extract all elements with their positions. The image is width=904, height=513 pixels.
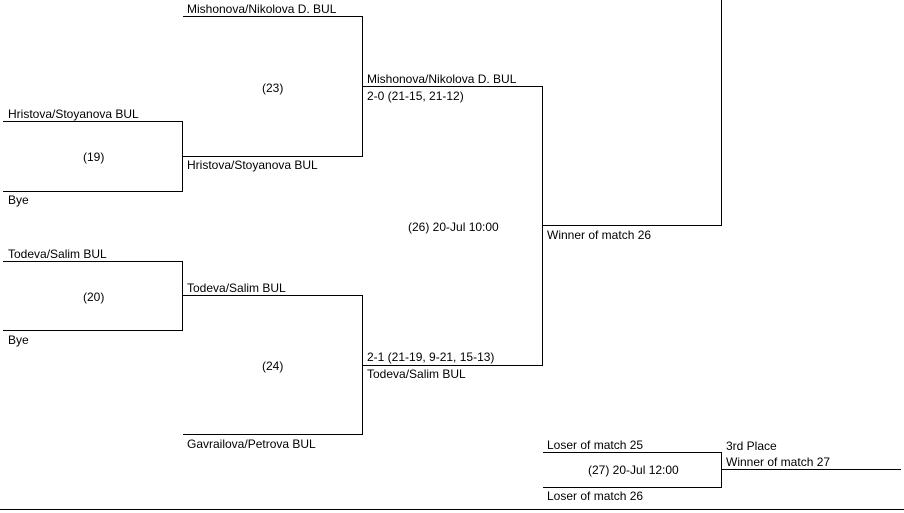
r4-line [543,225,722,226]
m27-top-line [543,452,722,453]
m24-match-number: (24) [262,359,284,373]
r4-connector [721,0,722,226]
m27-match-info: (27) 20-Jul 12:00 [588,463,679,477]
third-place-winner-line [722,469,901,470]
m20-top-team: Todeva/Salim BUL [8,247,107,261]
m26-top-winner: Mishonova/Nikolova D. BUL [367,72,517,86]
m26-bottom-line [363,365,543,366]
m19-top-team: Hristova/Stoyanova BUL [8,107,139,121]
m26-match-info: (26) 20-Jul 10:00 [408,220,499,234]
m24-bottom-team: Gavrailova/Petrova BUL [187,437,316,451]
m20-bottom-line [3,330,183,331]
m23-top-team: Mishonova/Nikolova D. BUL [187,2,337,16]
m23-bottom-team: Hristova/Stoyanova BUL [187,158,318,172]
m26-top-line [363,86,543,87]
m23-top-line [183,16,363,17]
m27-connector [721,452,722,488]
m27-top-team: Loser of match 25 [547,438,644,452]
m20-connector [182,261,183,331]
m26-bottom-score: 2-1 (21-19, 9-21, 15-13) [367,350,495,364]
m20-top-line [3,261,183,262]
m24-top-line [183,295,363,296]
m24-top-team: Todeva/Salim BUL [187,281,286,295]
third-place-title: 3rd Place [726,439,777,453]
m19-bottom-team: Bye [8,193,29,207]
m26-connector [542,86,543,366]
m27-bottom-team: Loser of match 26 [547,489,644,503]
r4-winner-label: Winner of match 26 [547,228,652,242]
m19-bottom-line [3,191,183,192]
m20-match-number: (20) [83,290,105,304]
m27-bottom-line [543,487,722,488]
m23-match-number: (23) [262,81,284,95]
m19-top-line [3,121,183,122]
third-place-winner-label: Winner of match 27 [726,455,831,469]
m19-match-number: (19) [83,150,105,164]
m26-top-score: 2-0 (21-15, 21-12) [367,89,464,103]
m23-connector [362,16,363,157]
m20-bottom-team: Bye [8,333,29,347]
bottom-rule [0,509,904,510]
m23-bottom-line [183,156,363,157]
m19-connector [182,121,183,192]
m24-connector [362,295,363,435]
m26-bottom-winner: Todeva/Salim BUL [367,367,466,381]
m24-bottom-line [183,434,363,435]
